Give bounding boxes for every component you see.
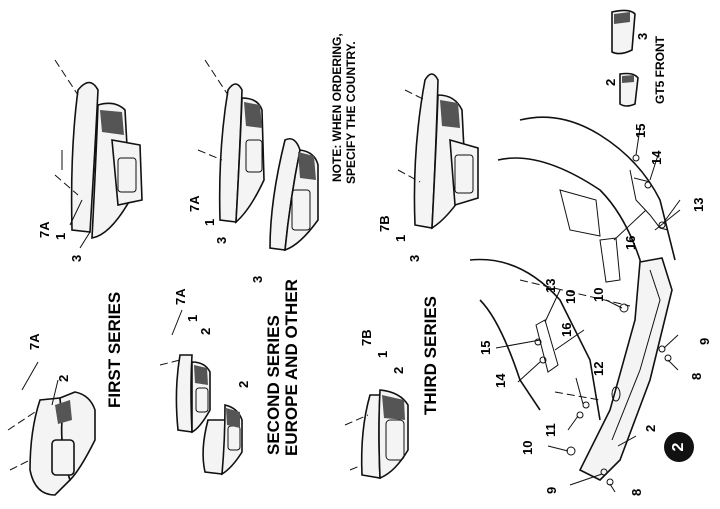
callout-16: 16 xyxy=(623,235,638,250)
bumper-first-series-right xyxy=(54,59,143,239)
ordering-note-line2: SPECIFY THE COUNTRY. xyxy=(344,41,358,184)
callout-1: 1 xyxy=(202,218,217,226)
callout-15: 15 xyxy=(478,340,493,355)
callout-gt5-2: 2 xyxy=(603,78,618,86)
callout-10: 10 xyxy=(563,289,578,304)
callout-7a: 7A xyxy=(187,195,202,212)
callout-10: 10 xyxy=(520,440,535,455)
car-front-assembly xyxy=(469,116,681,493)
callout-11: 11 xyxy=(543,423,558,437)
callout-7a: 7A xyxy=(27,333,42,350)
callout-2: 2 xyxy=(643,424,658,432)
bumper-third-series-right xyxy=(397,73,479,230)
callout-1: 1 xyxy=(185,314,200,322)
callout-1: 1 xyxy=(393,234,408,242)
bumper-third-series-left xyxy=(344,389,409,480)
callout-14: 14 xyxy=(493,373,508,388)
callout-7a: 7A xyxy=(173,288,188,305)
callout-2: 2 xyxy=(236,380,251,388)
bumper-second-series-right xyxy=(197,59,319,252)
callout-2: 2 xyxy=(198,327,213,335)
callout-7b: 7B xyxy=(377,215,392,232)
bumper-second-series-left xyxy=(159,354,243,476)
third-series-title: THIRD SERIES xyxy=(421,295,440,415)
callout-8: 8 xyxy=(689,372,704,380)
ordering-note-line1: NOTE: WHEN ORDERING, xyxy=(330,33,344,182)
bumper-end-first-series-left xyxy=(7,391,96,496)
callout-8: 8 xyxy=(629,488,644,496)
callout-7b: 7B xyxy=(359,329,374,346)
gt5-front-pieces xyxy=(611,9,639,107)
gt5-front-label: GT5 FRONT xyxy=(653,36,667,104)
callout-1: 1 xyxy=(53,232,68,240)
callout-3: 3 xyxy=(407,254,422,262)
page-badge: 2 xyxy=(664,432,694,462)
callout-gt5-3: 3 xyxy=(635,32,650,40)
second-series-title: SECOND SERIES xyxy=(264,315,283,455)
callout-3: 3 xyxy=(250,275,265,283)
callout-14: 14 xyxy=(649,150,664,165)
callout-3: 3 xyxy=(214,236,229,244)
callout-10: 10 xyxy=(591,287,606,302)
callout-1: 1 xyxy=(375,350,390,358)
callout-3: 3 xyxy=(69,254,84,262)
callout-12: 12 xyxy=(591,361,606,376)
callout-9: 9 xyxy=(544,486,559,494)
second-series-subtitle: EUROPE AND OTHER xyxy=(282,279,301,456)
first-series-title: FIRST SERIES xyxy=(105,291,124,408)
callout-2: 2 xyxy=(56,374,71,382)
callout-9: 9 xyxy=(697,337,712,345)
callout-2: 2 xyxy=(391,366,406,374)
callout-7a: 7A xyxy=(37,221,52,238)
callout-16: 16 xyxy=(559,322,574,337)
callout-15: 15 xyxy=(633,123,648,138)
callout-13: 13 xyxy=(691,197,706,212)
callout-13: 13 xyxy=(543,278,558,293)
